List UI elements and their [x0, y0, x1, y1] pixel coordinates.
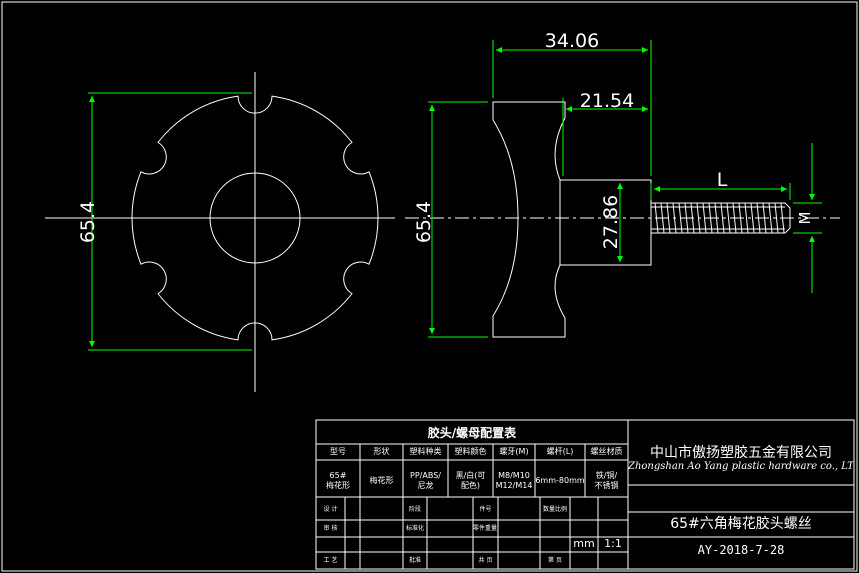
thread-line	[720, 202, 725, 234]
front-height-label: 65.4	[77, 201, 99, 243]
sign-weight: 零件重量(kg)	[473, 525, 498, 532]
side-view	[492, 101, 791, 338]
value-screw-length: 6mm-80mm	[535, 476, 585, 485]
thread-line	[726, 202, 731, 234]
shank-length-dimension	[562, 98, 648, 176]
company-name-cn: 中山市傲扬塑胶五金有限公司	[650, 445, 832, 461]
header-plastic-color: 塑料颜色	[454, 447, 487, 456]
side-height-dimension	[428, 101, 488, 338]
sign-process: 工 艺	[323, 557, 338, 564]
config-table-title: 胶头/螺母配置表	[427, 426, 517, 440]
sign-standard: 标准化	[405, 525, 424, 532]
shank-length-label: 21.54	[580, 90, 634, 112]
value-plastic-type: PP/ABS/ 尼龙	[410, 471, 441, 490]
thread-line	[768, 202, 773, 234]
header-shape: 形状	[373, 447, 390, 456]
header-model: 型号	[330, 447, 346, 456]
sign-reviewer: 审 核	[323, 525, 338, 532]
sign-page-no: 第 页	[548, 557, 562, 564]
thread-label: M	[796, 212, 814, 225]
front-centerlines	[45, 72, 395, 392]
title-block-grid	[315, 419, 855, 570]
sign-designer: 设 计	[323, 506, 338, 513]
screw-length-dimension	[650, 183, 791, 200]
sign-stage: 阶段	[408, 506, 421, 513]
header-plastic-type: 塑料种类	[409, 447, 442, 456]
sign-total-pages: 共 页	[478, 557, 493, 564]
value-thread: M8/M10 M12/M14	[495, 471, 533, 490]
thread-line	[744, 202, 749, 234]
value-screw-material: 铁/铜/ 不锈钢	[594, 471, 619, 490]
header-screw-length: 螺杆(L)	[546, 447, 574, 456]
drawing-number: AY-2018-7-28	[697, 543, 785, 557]
thread-line	[702, 202, 707, 234]
knob-outline	[131, 95, 379, 341]
front-height-dimension	[88, 92, 252, 351]
shank-diameter-label: 27.86	[600, 195, 622, 249]
header-screw-material: 螺丝材质	[590, 447, 623, 456]
screw-length-label: L	[717, 169, 728, 191]
knob-side-profile	[492, 101, 652, 338]
overall-length-dimension	[492, 40, 652, 176]
unit-label: mm	[573, 537, 595, 550]
header-thread: 螺牙(M)	[499, 447, 529, 456]
overall-length-label: 34.06	[545, 30, 599, 52]
title-block: 胶头/螺母配置表 型号 形状 塑料种类 塑料颜色 螺牙(M) 螺杆(L) 螺丝材…	[316, 420, 854, 569]
part-name: 65#六角梅花胶头螺丝	[670, 516, 812, 531]
thread-line	[750, 202, 755, 234]
value-model: 65# 梅花形	[326, 471, 350, 490]
sign-approve: 批准	[408, 557, 421, 564]
sign-part-no: 件号	[479, 506, 492, 513]
side-height-label: 65.4	[413, 201, 435, 243]
value-plastic-color: 黑/白(可 配色)	[455, 471, 486, 490]
value-shape: 梅花形	[369, 476, 394, 485]
sign-qty-ratio: 数量比例	[542, 506, 567, 513]
scale-label: 1:1	[604, 537, 622, 550]
thread-dimension	[793, 143, 822, 293]
company-name-en: Zhongshan Ao Yang plastic hardware co., …	[628, 461, 854, 472]
thread-line	[774, 202, 779, 234]
